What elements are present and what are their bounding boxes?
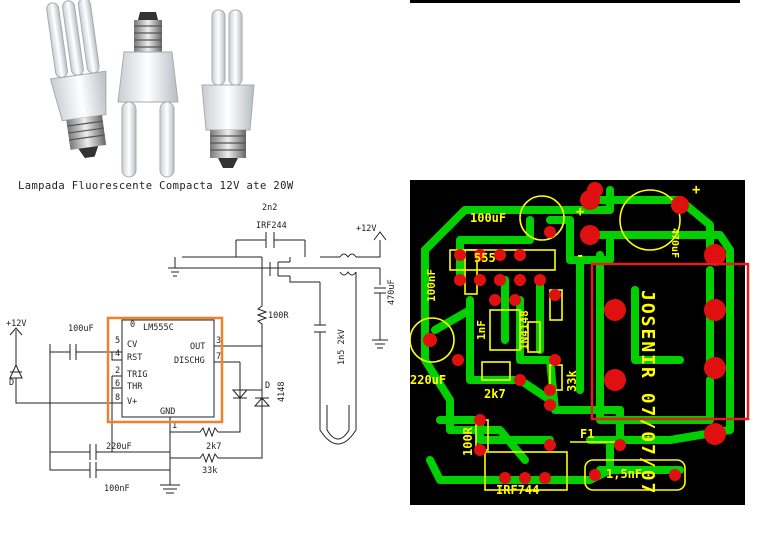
label-cap-2n2: 2n2 [262, 203, 277, 213]
cfl-lamp-2-icon [117, 12, 179, 178]
pcb-label-100r: 100R [461, 426, 475, 456]
pin-num-0: 0 [130, 320, 135, 330]
pcb-label-220uf: 220uF [410, 373, 446, 387]
label-res-2k7: 2k7 [206, 442, 221, 452]
label-diode-d: D [265, 381, 270, 391]
pin-num-1: 1 [172, 421, 177, 431]
pcb-label-minus: - [576, 248, 584, 264]
label-cap-470uf: 470uF [387, 279, 397, 305]
pcb-label-100uf: 100uF [470, 211, 506, 225]
pcb-label-plus-2: + [692, 182, 700, 198]
cfl-lamp-3-icon [201, 9, 255, 168]
pcb-layout: 100uF 470uF 555 100nF 1nF 1N4148 220uF 2… [410, 180, 750, 505]
cfl-lamp-1-icon [46, 0, 107, 158]
pin-vplus: V+ [127, 397, 137, 407]
figure-caption: Lampada Fluorescente Compacta 12V ate 20… [18, 180, 294, 192]
label-supply-right: +12V [356, 224, 376, 234]
top-rule [410, 0, 740, 3]
pin-thr: THR [127, 382, 143, 392]
pin-gnd: GND [160, 407, 175, 417]
pcb-label-f1: F1 [580, 427, 594, 441]
pin-num-2: 2 [115, 366, 120, 376]
pin-num-7: 7 [216, 352, 221, 362]
pcb-label-irf744: IRF744 [496, 483, 539, 497]
schematic-diagram: +12V 100uF 2n2 IRF244 +12V 100R 470uF 1n… [6, 203, 397, 494]
pin-num-8: 8 [115, 393, 120, 403]
label-cap-220uf: 220uF [106, 442, 132, 452]
pcb-label-2k7: 2k7 [484, 387, 506, 401]
label-cap-1n5: 1n5 2kV [337, 329, 347, 365]
ic-highlight-box [106, 316, 224, 424]
ic-name: LM555C [143, 323, 174, 333]
pin-num-5: 5 [115, 336, 120, 346]
label-diode-left: D [9, 378, 14, 388]
pcb-highlight-box [590, 262, 750, 421]
label-cap-100uf: 100uF [68, 324, 94, 334]
pcb-label-470uf: 470uF [669, 228, 680, 258]
label-res-33k: 33k [202, 466, 217, 476]
pin-num-3: 3 [216, 336, 221, 346]
pin-dischg: DISCHG [174, 356, 205, 366]
pcb-signature: JOSENIR 07/07/07 [637, 290, 658, 495]
pcb-label-1-5nf: 1,5nF [606, 467, 642, 481]
pcb-label-plus-1: + [576, 204, 584, 220]
pcb-label-1n4148: 1N4148 [518, 310, 531, 350]
pin-num-6: 6 [115, 379, 120, 389]
label-cap-100nf: 100nF [104, 484, 130, 494]
pin-trig: TRIG [127, 370, 147, 380]
pin-rst: RST [127, 353, 142, 363]
label-diode-4148: 4148 [277, 382, 287, 402]
pin-out: OUT [190, 342, 205, 352]
label-supply-left: +12V [6, 319, 26, 329]
label-mosfet: IRF244 [256, 221, 287, 231]
pcb-label-1nf: 1nF [475, 320, 488, 340]
pcb-label-100nf: 100nF [425, 269, 438, 302]
pin-num-4: 4 [115, 349, 120, 359]
label-res-100r: 100R [268, 311, 289, 321]
cfl-lamps-illustration [46, 0, 255, 178]
pcb-label-555: 555 [474, 251, 496, 265]
pin-cv: CV [127, 340, 137, 350]
pcb-label-33k: 33k [565, 370, 579, 392]
